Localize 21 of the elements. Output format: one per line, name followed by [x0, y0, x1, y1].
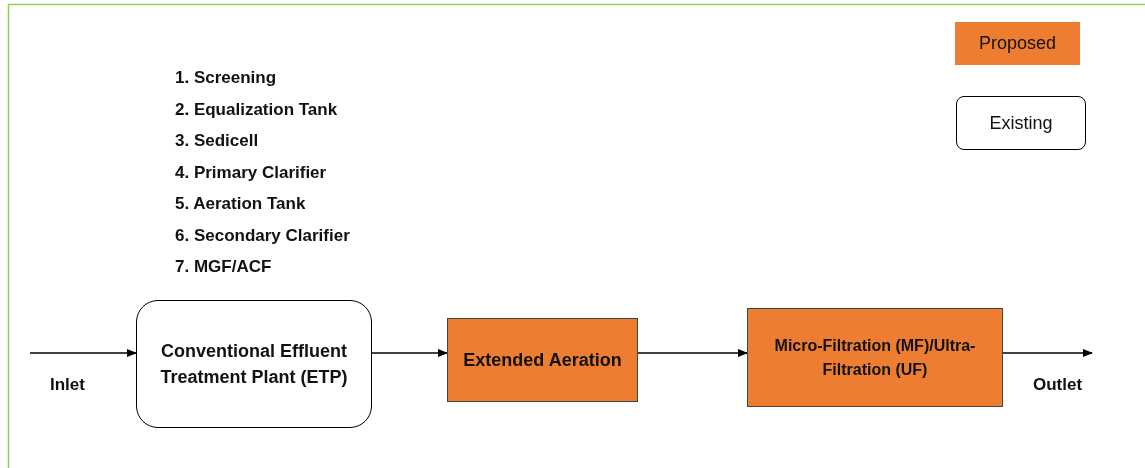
list-item: 1. Screening — [175, 68, 277, 88]
arrow — [637, 349, 748, 357]
proposed-process-box — [447, 318, 638, 402]
node-text: Extended Aeration — [463, 348, 622, 372]
legend-text: Proposed — [978, 33, 1057, 54]
list-item: 3. Sedicell — [175, 131, 259, 151]
list-item: 4. Primary Clarifier — [175, 162, 327, 183]
proposed-process-box — [747, 308, 1003, 407]
flow-label: Inlet — [50, 375, 85, 395]
list-item: 2. Equalization Tank — [175, 99, 338, 120]
list-item: 5. Aeration Tank — [175, 194, 306, 214]
flow-label: Outlet — [1033, 375, 1083, 395]
list-item: 7. MGF/ACF — [175, 257, 272, 277]
node-text: Micro-Filtration (MF)/Ultra-Filtration (UF) — [773, 336, 977, 380]
arrow — [29, 349, 137, 357]
arrow — [1002, 349, 1093, 357]
process-box — [136, 300, 372, 428]
node-text: Conventional Effluent Treatment Plant (ETP) — [159, 339, 349, 389]
list-item: 6. Secondary Clarifier — [175, 225, 350, 246]
arrow — [371, 349, 448, 357]
legend-text: Existing — [989, 112, 1053, 134]
